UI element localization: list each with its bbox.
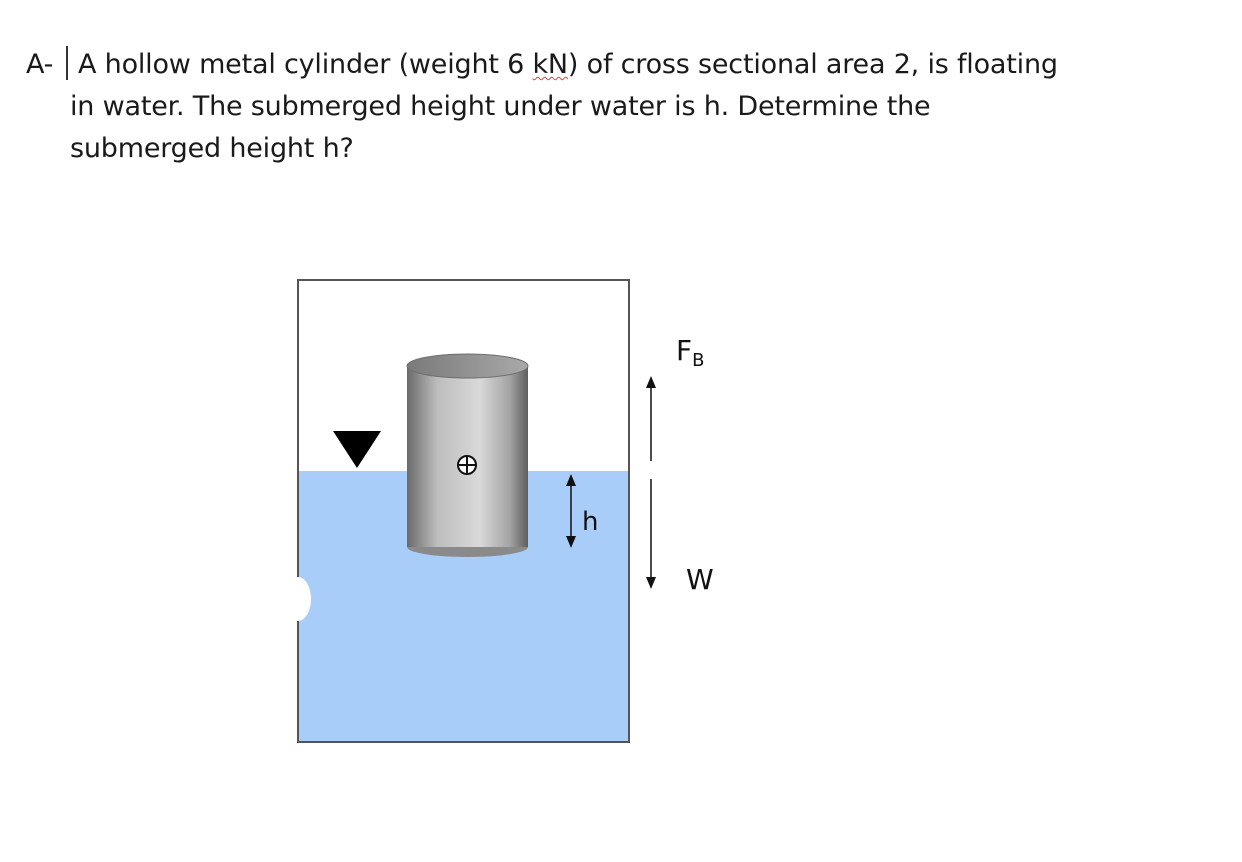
buoyancy-force-label: FB xyxy=(676,334,704,371)
text-cursor xyxy=(66,46,68,80)
tank-outline xyxy=(297,279,630,743)
height-label: h xyxy=(582,507,598,537)
question-line-2: in water. The submerged height under wat… xyxy=(70,91,931,122)
cylinder xyxy=(406,353,529,557)
height-dimension-arrow xyxy=(566,474,576,548)
question-line-1-prefix: A hollow metal cylinder (weight 6 xyxy=(78,49,533,80)
question-label: A- xyxy=(26,49,54,80)
buoyancy-force-subscript: B xyxy=(692,350,704,371)
center-of-gravity-icon xyxy=(457,455,477,475)
buoyancy-force-arrow xyxy=(646,376,656,461)
tank-side-opening xyxy=(285,577,311,621)
question-line-1: A- A hollow metal cylinder (weight 6 kN) … xyxy=(26,44,1058,86)
water-level-marker-icon xyxy=(333,431,381,468)
buoyancy-force-symbol: F xyxy=(676,334,692,367)
spellcheck-word[interactable]: kN xyxy=(532,49,568,80)
weight-label: W xyxy=(686,563,714,596)
question-line-3: submerged height h? xyxy=(70,133,354,164)
question-line-1-suffix: ) of cross sectional area 2, is floating xyxy=(567,49,1058,80)
weight-force-arrow xyxy=(646,479,656,589)
